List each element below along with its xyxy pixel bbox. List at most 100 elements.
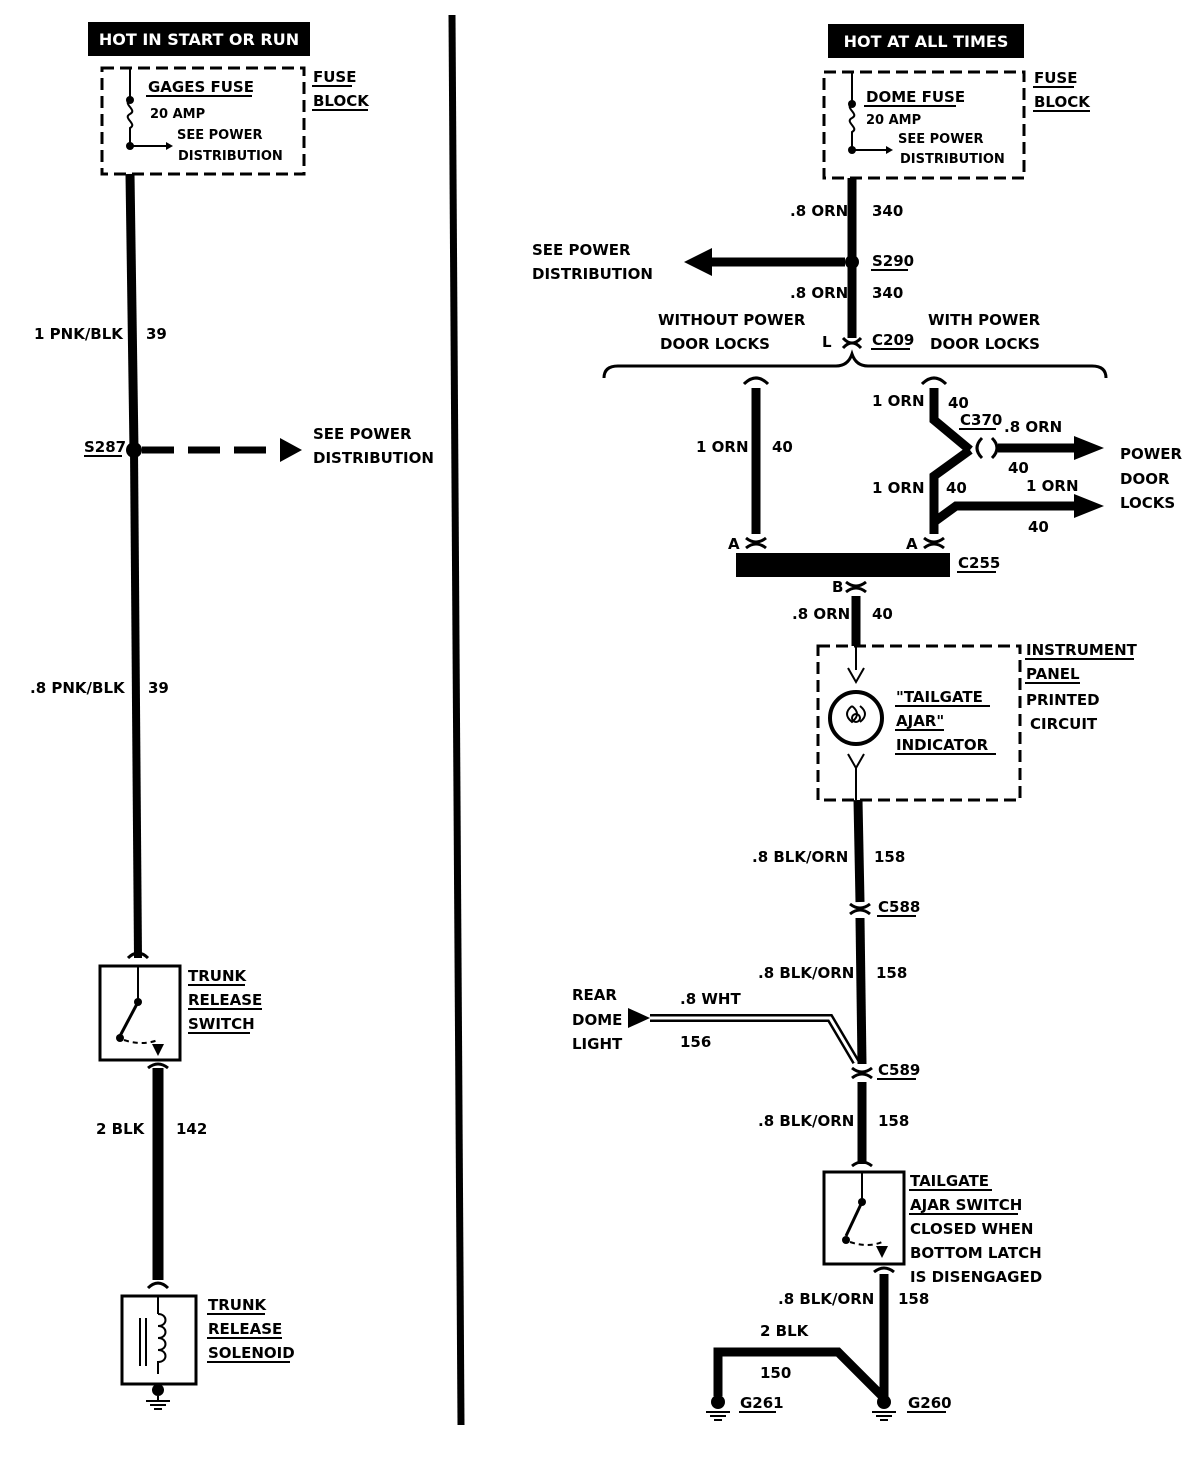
wire-pnk-blk-1 <box>125 173 139 451</box>
tg-label-1: TAILGATE <box>910 1172 989 1190</box>
indicator-label-3: INDICATOR <box>896 736 989 754</box>
gages-fuse-rating: 20 AMP <box>150 107 205 122</box>
dome-fuse-label: DOME FUSE <box>866 88 965 106</box>
wire-blk-150 <box>713 1347 888 1402</box>
c370-label: C370 <box>960 411 1002 429</box>
arrow-icon <box>628 1008 650 1028</box>
rb-bot-gauge: 1 ORN <box>872 479 925 497</box>
wire-orn-40-right-bot <box>929 446 973 534</box>
gages-fuse-see-2: DISTRIBUTION <box>178 149 283 164</box>
wire-1-circuit: 39 <box>146 325 167 343</box>
wire-pnk-blk-2 <box>130 449 142 959</box>
pdl-gauge-2: 1 ORN <box>1026 477 1079 495</box>
connector-c255 <box>736 553 950 577</box>
wire-2-gauge: .8 PNK/BLK <box>30 679 126 697</box>
pin-b: B <box>832 578 843 596</box>
ground-icon <box>706 1395 730 1421</box>
wire-3-circuit: 142 <box>176 1120 207 1138</box>
right-header-box <box>828 24 1024 58</box>
connector-c588 <box>849 902 871 916</box>
center-divider <box>448 14 465 1426</box>
rear-dome-3: LIGHT <box>572 1035 623 1053</box>
c255-label: C255 <box>958 554 1000 572</box>
arrow-icon <box>1074 436 1104 460</box>
wire-a-circuit: 340 <box>872 202 903 220</box>
splice-s290-label: S290 <box>872 252 914 270</box>
pdl-circuit-1: 40 <box>1008 459 1029 477</box>
without-power-1: WITHOUT POWER <box>658 311 806 329</box>
wire-1-gauge: 1 PNK/BLK <box>34 325 124 343</box>
wire-e-gauge: .8 BLK/ORN <box>758 964 854 982</box>
ground-gauge: 2 BLK <box>760 1322 810 1340</box>
switch-contact-icon <box>118 1001 140 1037</box>
solenoid-label-1: TRUNK <box>208 1296 268 1314</box>
arrow-icon <box>1074 494 1104 518</box>
tg-label-5: IS DISENGAGED <box>910 1268 1042 1286</box>
solenoid-label-2: RELEASE <box>208 1320 282 1338</box>
ground-circuit: 150 <box>760 1364 791 1382</box>
left-fuse-block-label-1: FUSE <box>313 68 356 86</box>
trunk-switch-label-2: RELEASE <box>188 991 262 1009</box>
left-branch-circuit: 40 <box>772 438 793 456</box>
connector-c589 <box>851 1066 873 1080</box>
wire-blk-orn-158-d <box>853 799 865 903</box>
ground-icon <box>146 1384 170 1410</box>
wire-c-gauge: .8 ORN <box>792 605 850 623</box>
left-header-box <box>88 22 310 56</box>
wire-3-gauge: 2 BLK <box>96 1120 146 1138</box>
without-power-2: DOOR LOCKS <box>660 335 770 353</box>
pdl-gauge-1: .8 ORN <box>1004 418 1062 436</box>
gages-fuse-see-1: SEE POWER <box>177 128 262 143</box>
right-fuse-block-label-2: BLOCK <box>1034 93 1091 111</box>
connector-c209 <box>841 336 863 350</box>
s290-see-2: DISTRIBUTION <box>532 265 653 283</box>
pin-a-left: A <box>728 535 740 553</box>
g260-label: G260 <box>908 1394 952 1412</box>
white-circuit: 156 <box>680 1033 711 1051</box>
fuse-icon <box>848 103 856 150</box>
indicator-label-2: AJAR" <box>896 712 944 730</box>
pdl-label-1: POWER <box>1120 445 1183 463</box>
pdl-label-2: DOOR <box>1120 470 1170 488</box>
right-fuse-block-label-1: FUSE <box>1034 69 1077 87</box>
wire-b-gauge: .8 ORN <box>790 284 848 302</box>
tg-label-4: BOTTOM LATCH <box>910 1244 1042 1262</box>
wire-b-circuit: 340 <box>872 284 903 302</box>
trunk-release-switch <box>98 964 182 1062</box>
tg-label-3: CLOSED WHEN <box>910 1220 1033 1238</box>
solenoid-label-3: SOLENOID <box>208 1344 295 1362</box>
right-circuit: HOT AT ALL TIMES DOME FUSE 20 AMP SEE PO… <box>532 24 1183 1421</box>
c588-label: C588 <box>878 898 920 916</box>
with-power-1: WITH POWER <box>928 311 1041 329</box>
wire-g-circuit: 158 <box>898 1290 929 1308</box>
left-header: HOT IN START OR RUN <box>99 30 299 49</box>
wire-e-circuit: 158 <box>876 964 907 982</box>
c589-label: C589 <box>878 1061 920 1079</box>
rb-top-circuit: 40 <box>948 394 969 412</box>
gages-fuse-block <box>100 66 306 176</box>
left-branch-gauge: 1 ORN <box>696 438 749 456</box>
pdl-label-3: LOCKS <box>1120 494 1175 512</box>
left-circuit: HOT IN START OR RUN GAGES FUSE 20 AMP SE… <box>30 22 434 1410</box>
rb-top-gauge: 1 ORN <box>872 392 925 410</box>
ip-label-2: PANEL <box>1026 665 1080 683</box>
wire-c-circuit: 40 <box>872 605 893 623</box>
wire-f-gauge: .8 BLK/ORN <box>758 1112 854 1130</box>
right-header: HOT AT ALL TIMES <box>844 32 1009 51</box>
dome-fuse-rating: 20 AMP <box>866 113 921 128</box>
indicator-bulb-icon <box>828 690 884 746</box>
connector-c370 <box>975 436 999 460</box>
s287-see-2: DISTRIBUTION <box>313 449 434 467</box>
rear-dome-1: REAR <box>572 986 617 1004</box>
splice-s287-label: S287 <box>84 438 126 456</box>
rear-dome-2: DOME <box>572 1011 622 1029</box>
rb-bot-circuit: 40 <box>946 479 967 497</box>
wire-orn-pdl-2 <box>931 501 1076 526</box>
ground-icon <box>872 1395 896 1421</box>
wire-d-circuit: 158 <box>874 848 905 866</box>
tg-label-2: AJAR SWITCH <box>910 1196 1022 1214</box>
wire-orn-40-right-top <box>929 388 973 454</box>
arrow-icon <box>280 438 302 462</box>
dome-fuse-block <box>822 70 1026 180</box>
